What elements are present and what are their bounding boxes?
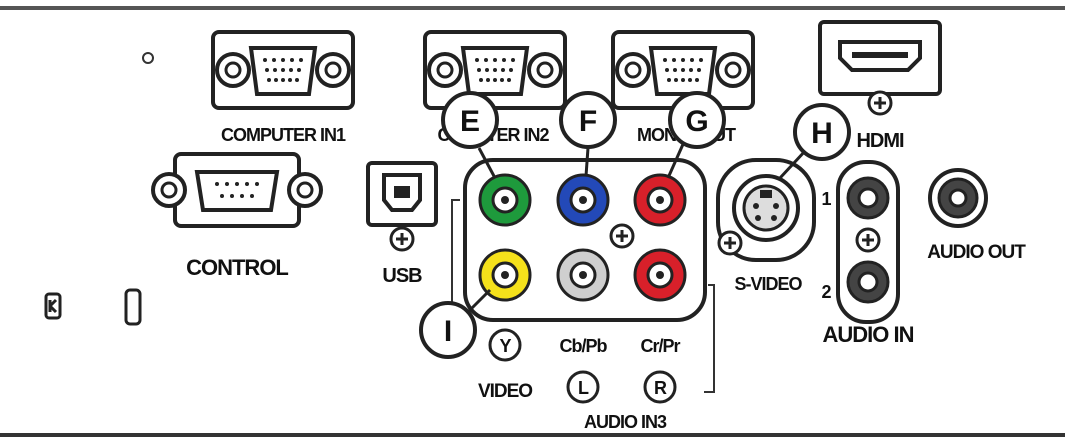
kensington-lock-icon bbox=[44, 292, 62, 320]
callout-e: E bbox=[441, 91, 499, 149]
callout-i-letter: I bbox=[444, 315, 452, 348]
usb-port[interactable] bbox=[366, 161, 438, 252]
y-label: Y bbox=[499, 336, 511, 356]
red-cr-pr-jack[interactable] bbox=[633, 173, 687, 227]
callout-f: F bbox=[559, 91, 617, 149]
red-audio-r-jack[interactable] bbox=[633, 248, 687, 302]
control-label: CONTROL bbox=[186, 255, 288, 280]
indicator-hole bbox=[142, 52, 154, 64]
l-label-ring bbox=[566, 370, 600, 404]
audio-in3-bracket bbox=[704, 284, 715, 393]
computer-in1-port[interactable] bbox=[211, 30, 355, 110]
hdmi-port[interactable] bbox=[818, 20, 942, 116]
green-y-jack[interactable] bbox=[478, 173, 532, 227]
security-slot bbox=[124, 288, 142, 326]
callout-h-letter: H bbox=[811, 117, 833, 150]
callout-i: I bbox=[419, 301, 477, 359]
r-label-ring bbox=[643, 370, 677, 404]
audio-in1-jack[interactable] bbox=[846, 176, 890, 220]
audio-in3-label: AUDIO IN3 bbox=[584, 412, 667, 432]
audio-out-label: AUDIO OUT bbox=[927, 242, 1026, 263]
r-label: R bbox=[654, 378, 667, 398]
callout-g: G bbox=[668, 91, 726, 149]
white-audio-l-jack[interactable] bbox=[556, 248, 610, 302]
l-label: L bbox=[578, 378, 589, 398]
usb-label: USB bbox=[382, 265, 422, 287]
callout-e-letter: E bbox=[460, 105, 480, 138]
panel-screw bbox=[609, 223, 635, 249]
callout-pointers bbox=[464, 141, 808, 316]
s-video-port[interactable] bbox=[716, 158, 816, 262]
blue-cb-pb-jack[interactable] bbox=[556, 173, 610, 227]
audio-in2-jack[interactable] bbox=[846, 260, 890, 304]
audio-out-jack[interactable] bbox=[928, 168, 988, 228]
audio-in-number-2: 2 bbox=[821, 282, 831, 302]
audio-in-label: AUDIO IN bbox=[823, 322, 914, 347]
yellow-video-jack[interactable] bbox=[478, 248, 532, 302]
y-label-ring bbox=[488, 328, 522, 362]
video-bracket bbox=[451, 199, 460, 310]
s-video-number-1: 1 bbox=[821, 189, 831, 209]
video-label: VIDEO bbox=[478, 381, 532, 402]
callout-g-letter: G bbox=[685, 105, 708, 138]
hdmi-label: HDMI bbox=[856, 130, 904, 152]
callout-h: H bbox=[793, 103, 851, 161]
cr-pr-label: Cr/Pr bbox=[640, 336, 680, 356]
cb-pb-label: Cb/Pb bbox=[560, 336, 608, 356]
control-port[interactable] bbox=[151, 152, 323, 228]
callout-f-letter: F bbox=[579, 105, 597, 138]
computer-in1-label: COMPUTER IN1 bbox=[221, 125, 346, 145]
computer-in2-port[interactable] bbox=[423, 30, 567, 110]
s-video-label: S-VIDEO bbox=[734, 274, 802, 294]
